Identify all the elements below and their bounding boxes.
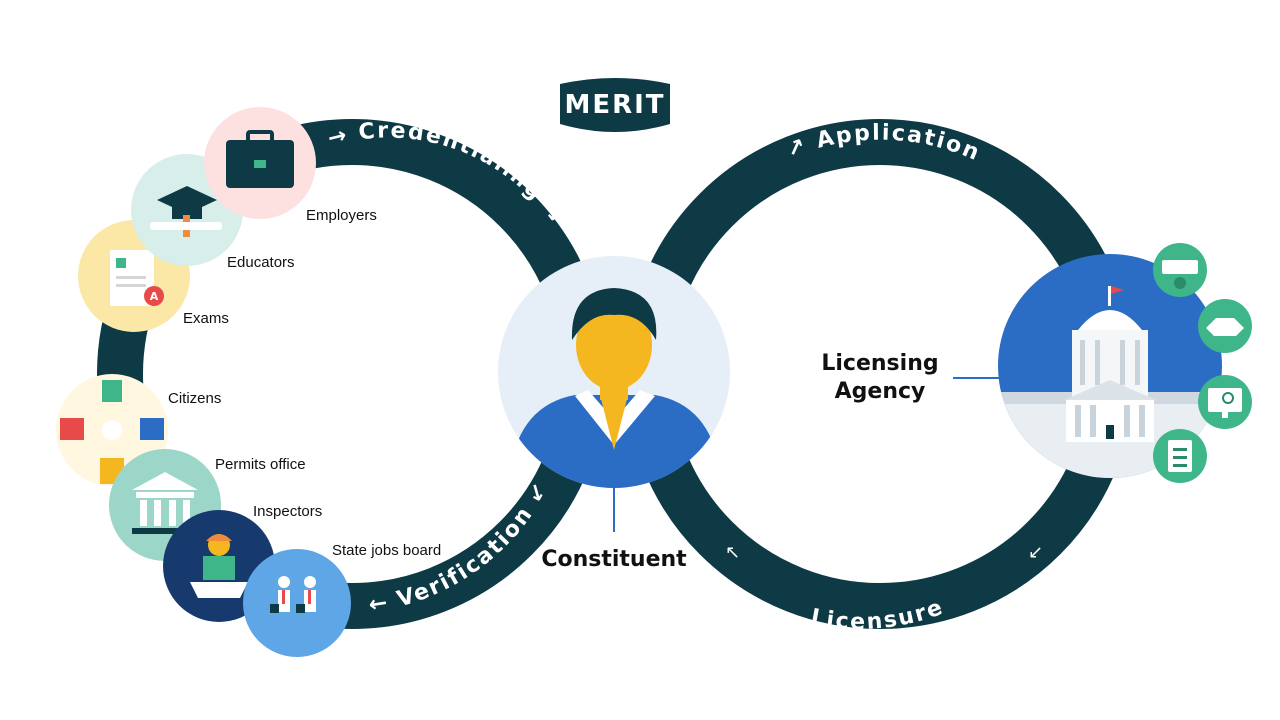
state-jobs-board-label: State jobs board: [332, 542, 441, 559]
educators-label: Educators: [227, 254, 295, 271]
constituent-avatar: [498, 256, 730, 488]
logo-text: MERIT: [564, 90, 665, 120]
svg-text:A: A: [150, 290, 159, 303]
checklist-icon: [1153, 429, 1207, 483]
agency-label-line1: Licensing: [821, 351, 938, 376]
permits-office-label: Permits office: [215, 456, 306, 473]
employers-label: Employers: [306, 207, 377, 224]
exams-label: Exams: [183, 310, 229, 327]
employers-node: [204, 107, 316, 219]
application-label: ↗ Application ↘: [0, 0, 984, 166]
left-nodes: A: [56, 107, 351, 657]
monitor-search-icon: [1198, 375, 1252, 429]
merit-logo: MERIT: [560, 78, 670, 132]
licensure-arrow-left-icon: ↖: [725, 542, 740, 563]
state-jobs-board-node: [243, 549, 351, 657]
constituent-label: Constituent: [541, 547, 687, 572]
org-chart-icon: [1153, 243, 1207, 297]
agency-satellites: [1153, 243, 1252, 483]
handshake-icon: [1198, 299, 1252, 353]
licensure-arrow-right-icon: ↙: [1028, 542, 1043, 563]
inspectors-label: Inspectors: [253, 503, 322, 520]
citizens-label: Citizens: [168, 390, 221, 407]
agency-label-line2: Agency: [835, 379, 926, 404]
